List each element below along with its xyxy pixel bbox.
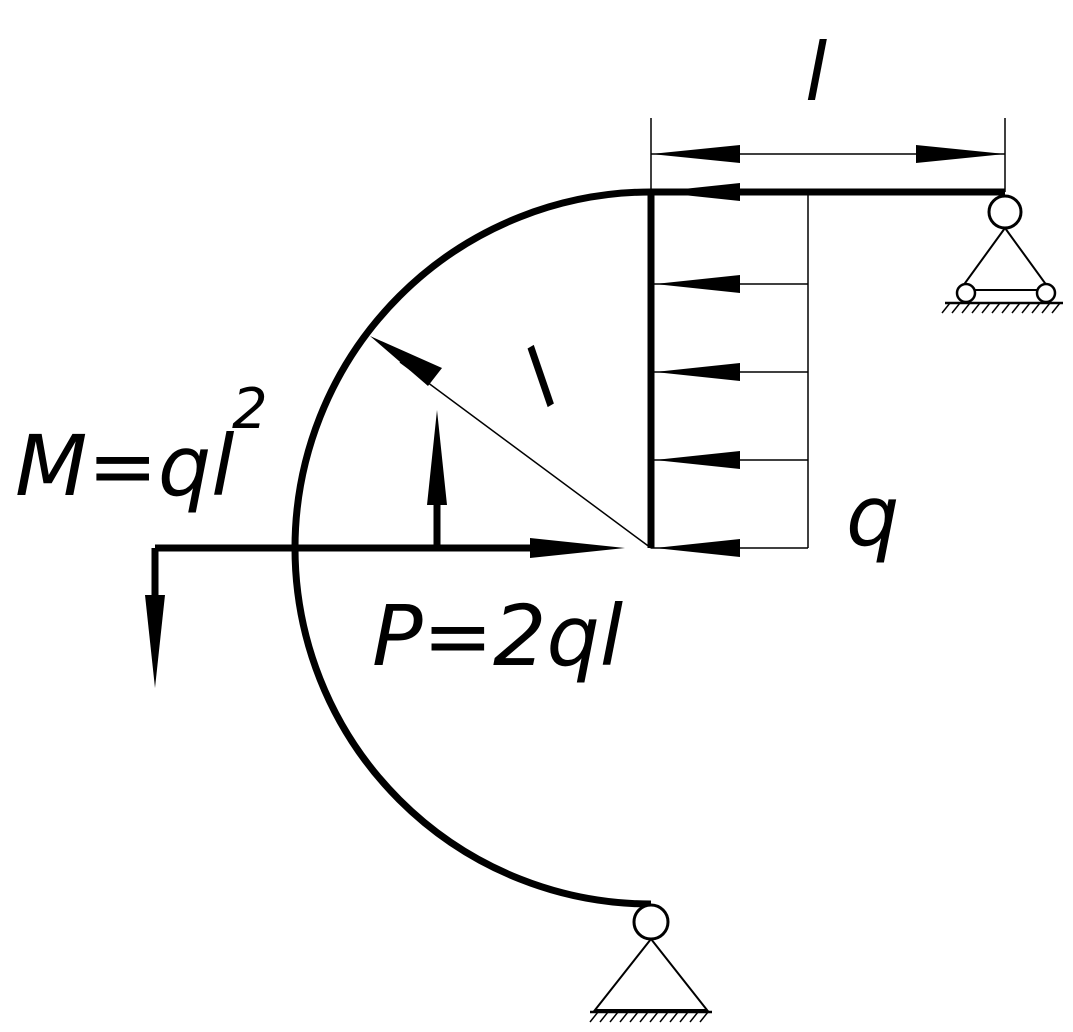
distributed-load xyxy=(651,183,809,557)
force-arrow-right-icon xyxy=(530,538,625,558)
moment-m xyxy=(145,548,165,688)
pin-support-icon xyxy=(589,903,712,1023)
span-label: l xyxy=(805,26,827,119)
load-arrow-icon xyxy=(655,183,740,201)
force-arrow-up-icon xyxy=(427,410,447,505)
span-dimension xyxy=(650,118,1006,192)
force-p xyxy=(155,410,625,558)
load-arrow-icon xyxy=(655,275,740,293)
moment-arrow-down-icon xyxy=(145,595,165,688)
dim-arrow-right-icon xyxy=(916,145,1005,163)
load-arrow-icon xyxy=(655,539,740,557)
roller-support-icon xyxy=(941,194,1063,314)
load-label: q xyxy=(846,467,899,565)
load-arrow-icon xyxy=(655,363,740,381)
moment-exponent: 2 xyxy=(232,377,268,442)
radius-arrow-icon xyxy=(370,336,442,386)
radius-label: l xyxy=(508,333,574,425)
load-arrow-icon xyxy=(655,451,740,469)
dim-arrow-left-icon xyxy=(651,145,740,163)
force-label: P=2ql xyxy=(372,587,623,685)
radius-indicator xyxy=(370,336,652,549)
moment-label: M=ql xyxy=(15,417,235,515)
